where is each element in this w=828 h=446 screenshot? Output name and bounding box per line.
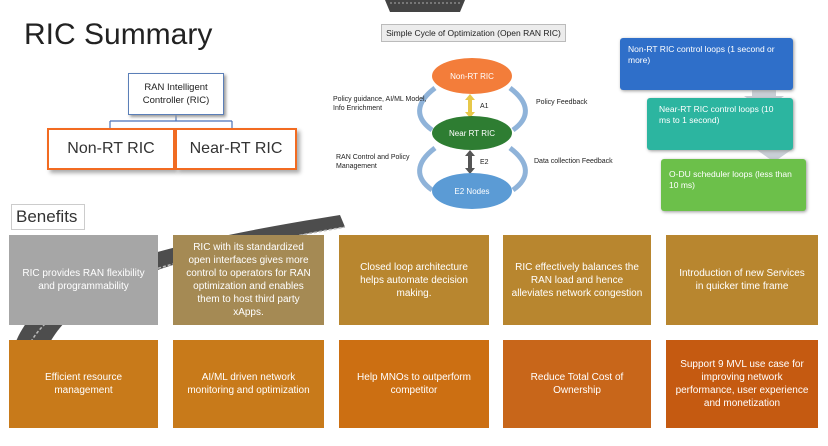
benefits-label: Benefits (11, 204, 85, 230)
data-collection-label: Data collection Feedback (534, 158, 613, 165)
decorative-swoosh-top (385, 0, 465, 12)
page-title: RIC Summary (24, 18, 213, 51)
benefit-card: AI/ML driven network monitoring and opti… (173, 340, 324, 428)
non-rt-ric-ellipse: Non-RT RIC (432, 58, 512, 94)
benefit-card: Help MNOs to outperform competitor (339, 340, 489, 428)
cycle-arrows (417, 86, 528, 193)
non-rt-loop-box: Non-RT RIC control loops (1 second or mo… (620, 38, 793, 90)
a1-interface-label: A1 (480, 103, 489, 110)
benefit-card: RIC provides RAN flexibility and program… (9, 235, 158, 325)
ric-root-node: RAN Intelligent Controller (RIC) (128, 73, 224, 115)
near-rt-ric-ellipse: Near RT RIC (432, 116, 512, 150)
policy-feedback-label: Policy Feedback (536, 99, 588, 106)
benefit-card: Support 9 MVL use case for improving net… (666, 340, 818, 428)
cycle-title: Simple Cycle of Optimization (Open RAN R… (381, 24, 566, 42)
benefit-card: Introduction of new Services in quicker … (666, 235, 818, 325)
hierarchy-connectors (109, 115, 233, 128)
odu-loop-box: O-DU scheduler loops (less than 10 ms) (661, 159, 806, 211)
benefit-card: Closed loop architecture helps automate … (339, 235, 489, 325)
near-rt-ric-node: Near-RT RIC (175, 128, 297, 170)
benefit-card: Efficient resource management (9, 340, 158, 428)
benefit-card: Reduce Total Cost of Ownership (503, 340, 651, 428)
policy-guidance-label: Policy guidance, AI/ML Model, Info Enric… (333, 96, 427, 112)
non-rt-ric-node: Non-RT RIC (47, 128, 175, 170)
benefit-card: RIC effectively balances the RAN load an… (503, 235, 651, 325)
near-rt-loop-box: Near-RT RIC control loops (10 ms to 1 se… (647, 98, 793, 150)
ran-control-label: RAN Control and Policy Management (336, 154, 410, 170)
e2-nodes-ellipse: E2 Nodes (432, 173, 512, 209)
benefit-card: RIC with its standardized open interface… (173, 235, 324, 325)
e2-interface-label: E2 (480, 159, 489, 166)
